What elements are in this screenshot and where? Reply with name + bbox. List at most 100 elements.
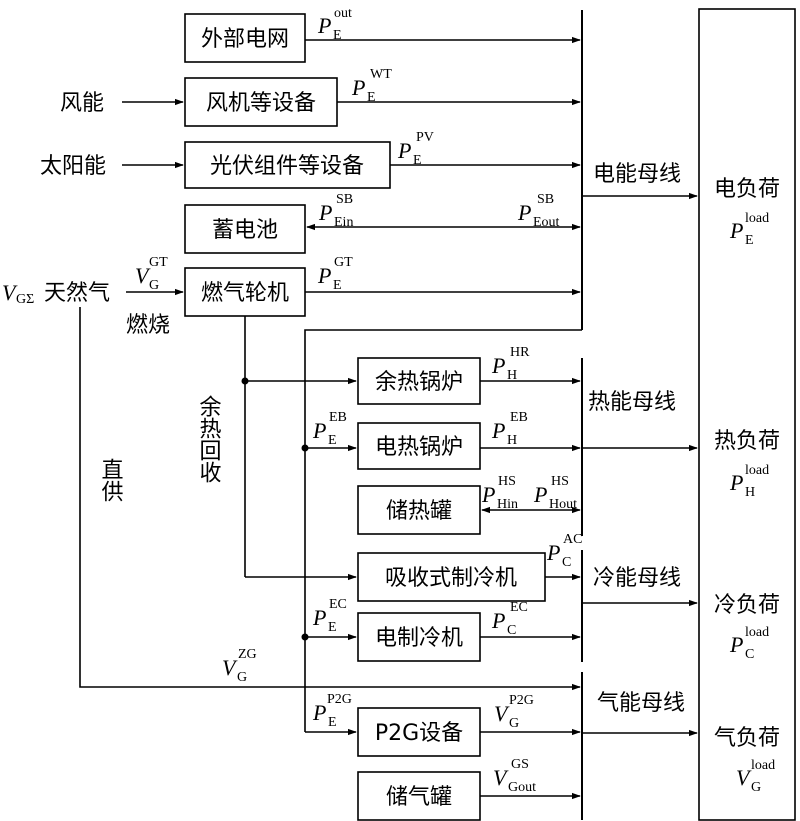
flow-sub: E [328, 433, 337, 448]
flow-v-gout-gs: V Gout GS [493, 757, 536, 795]
cold-load: 冷负荷 P C load [714, 593, 780, 662]
flow-symbol: V [493, 765, 509, 790]
gas-load-label: 气负荷 [714, 726, 780, 751]
heat-load-sym: P [729, 470, 743, 495]
flow-sub: E [328, 620, 337, 635]
flow-symbol: P [317, 13, 331, 38]
flow-p-e-pv: P E PV [397, 130, 434, 168]
grid-box: 外部电网 [184, 13, 306, 63]
electric-feeder-line [304, 329, 582, 732]
heat-storage-label: 储热罐 [386, 499, 452, 524]
battery-label: 蓄电池 [212, 218, 278, 243]
flow-p-h-hr: P H HR [491, 345, 530, 383]
flow-sup: WT [370, 67, 392, 82]
flow-symbol: P [517, 200, 531, 225]
flow-sup: HS [551, 474, 569, 489]
waste-heat-recovery-label: 余热回收 [196, 395, 222, 483]
heat-storage-box: 储热罐 [357, 485, 481, 535]
gas-storage-label: 储气罐 [386, 785, 452, 810]
flow-symbol: P [491, 418, 505, 443]
flow-sup: HR [510, 345, 530, 360]
flow-sub: Eout [533, 215, 560, 230]
flow-p-hout-hs: P Hout HS [533, 474, 577, 512]
flow-p-c-ac: P C AC [546, 532, 582, 570]
flow-symbol: P [312, 605, 326, 630]
heat-bus-label: 热能母线 [588, 390, 676, 415]
flow-sup: HS [498, 474, 516, 489]
flow-p-e-ec: P E EC [312, 597, 347, 635]
flow-sub: E [413, 153, 422, 168]
flow-sub: Hin [497, 497, 518, 512]
flow-sub: Hout [549, 497, 577, 512]
flow-symbol: P [312, 418, 326, 443]
electric-chiller-box: 电制冷机 [357, 612, 481, 662]
flow-symbol: P [491, 353, 505, 378]
electric-boiler-box: 电热锅炉 [357, 422, 481, 470]
flow-symbol: V [494, 701, 510, 726]
cold-bus-label: 冷能母线 [593, 566, 681, 591]
flow-sub: E [328, 715, 337, 730]
flow-sub: H [507, 368, 517, 383]
flow-symbol: P [351, 75, 365, 100]
flow-symbol: P [491, 608, 505, 633]
flow-p-hin-hs: P Hin HS [481, 474, 518, 512]
flow-v-g-gt: V G GT [135, 255, 168, 293]
wind-equipment-label: 风机等设备 [206, 91, 316, 116]
gas-turbine-box: 燃气轮机 [184, 267, 306, 317]
flow-symbol: P [317, 263, 331, 288]
p2g-label: P2G设备 [375, 721, 463, 746]
flow-sup: AC [563, 532, 582, 547]
load-column [698, 8, 796, 821]
flow-p-e-p2g: P E P2G [312, 692, 352, 730]
flow-p-e-wt: P E WT [351, 67, 392, 105]
grid-label: 外部电网 [201, 27, 289, 52]
gas-load-sup: load [751, 758, 775, 773]
flow-sub: C [562, 555, 571, 570]
flow-p-e-gt: P E GT [317, 255, 353, 293]
pv-equipment-label: 光伏组件等设备 [210, 154, 364, 179]
flow-sup: SB [537, 192, 554, 207]
heat-load-sub: H [745, 485, 755, 500]
wind-equipment-box: 风机等设备 [184, 77, 338, 127]
electric-boiler-label: 电热锅炉 [375, 435, 463, 460]
gas-storage-box: 储气罐 [357, 771, 481, 821]
gas-load-sub: G [751, 780, 761, 795]
flow-sup: EC [510, 600, 528, 615]
flow-sup: GT [149, 255, 168, 270]
solar-source-label: 太阳能 [40, 154, 106, 179]
flow-symbol: P [312, 700, 326, 725]
flow-p-h-eb: P H EB [491, 410, 528, 448]
flow-symbol: P [481, 482, 495, 507]
gas-total-sub: GΣ [16, 292, 34, 307]
flow-sub: Gout [508, 780, 536, 795]
flow-sup: out [334, 6, 352, 21]
flow-sup: P2G [509, 693, 534, 708]
flow-symbol: P [546, 540, 560, 565]
gas-turbine-label: 燃气轮机 [201, 281, 289, 306]
gas-bus-label: 气能母线 [597, 691, 685, 716]
electric-load-sup: load [745, 211, 769, 226]
flow-sup: EC [329, 597, 347, 612]
flow-p-e-eb: P E EB [312, 410, 347, 448]
flow-sub: H [507, 433, 517, 448]
absorption-chiller-box: 吸收式制冷机 [357, 552, 546, 602]
p2g-box: P2G设备 [357, 707, 481, 757]
direct-supply-label: 直供 [98, 458, 124, 502]
combustion-label: 燃烧 [126, 313, 170, 338]
flow-sub: G [509, 716, 519, 731]
flow-v-g-zg: V G ZG [222, 647, 257, 685]
wind-source-label: 风能 [60, 91, 104, 116]
flow-sub: C [507, 623, 516, 638]
electric-load-label: 电负荷 [714, 177, 780, 202]
flow-sub: E [333, 28, 342, 43]
flow-p-ein-sb: P Ein SB [318, 192, 353, 230]
flow-symbol: V [135, 263, 151, 288]
flow-symbol: P [397, 138, 411, 163]
absorption-chiller-label: 吸收式制冷机 [385, 566, 517, 591]
flow-sub: G [149, 278, 159, 293]
electric-load-sym: P [729, 218, 743, 243]
flow-v-g-p2g: V G P2G [494, 693, 534, 731]
flow-sub: Ein [334, 215, 353, 230]
flow-symbol: P [533, 482, 547, 507]
